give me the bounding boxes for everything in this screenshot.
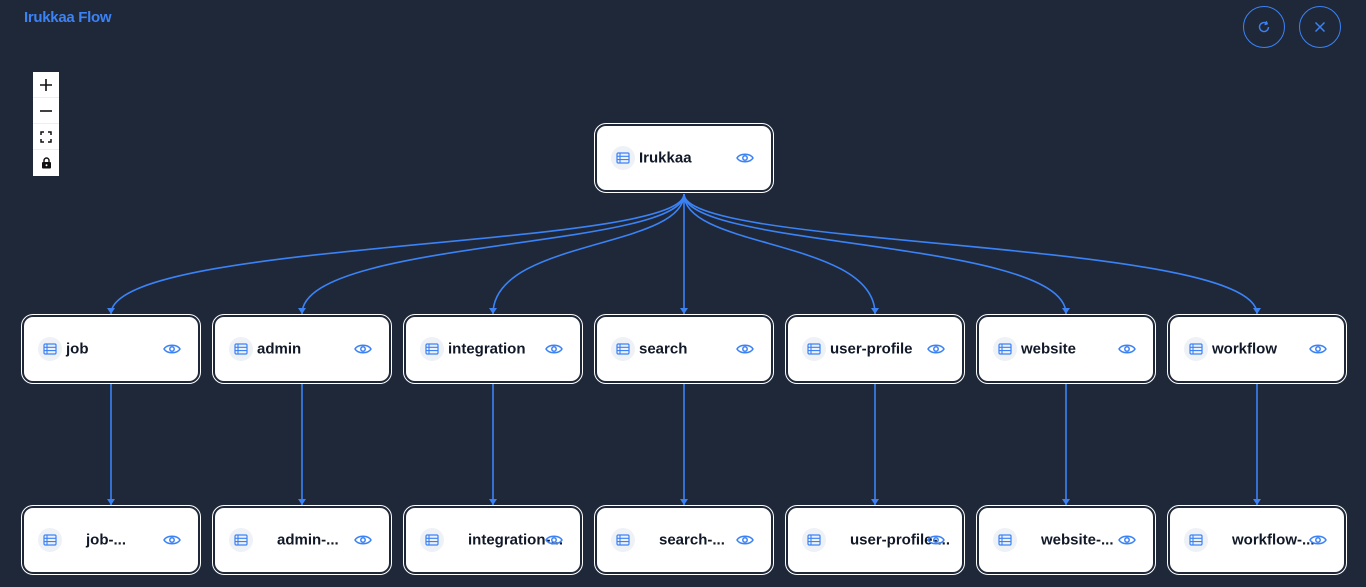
grandchild-node[interactable]: user-profile-... <box>785 505 965 575</box>
node-label: workflow <box>1212 340 1278 358</box>
node-label: admin-... <box>277 531 339 549</box>
eye-icon[interactable] <box>1308 342 1328 356</box>
database-table-icon <box>993 528 1017 552</box>
diagram-controls <box>33 72 59 176</box>
child-node[interactable]: workflow <box>1167 314 1347 384</box>
minus-icon <box>40 109 52 112</box>
child-node[interactable]: user-profile <box>785 314 965 384</box>
grandchild-node[interactable]: website-... <box>976 505 1156 575</box>
database-table-icon <box>229 528 253 552</box>
database-table-icon <box>38 337 62 361</box>
grandchild-node[interactable]: search-... <box>594 505 774 575</box>
database-table-icon <box>1184 528 1208 552</box>
edge-arrowhead <box>298 308 306 314</box>
fit-view-icon <box>40 130 52 143</box>
zoom-out-button[interactable] <box>33 98 59 124</box>
edge-arrowhead <box>298 499 306 505</box>
edge-root-to-child <box>683 193 1067 315</box>
edge-root-to-child <box>683 193 876 315</box>
eye-icon[interactable] <box>162 533 182 547</box>
node-label: integration-... <box>468 531 563 549</box>
edge-arrowhead <box>1062 308 1070 314</box>
node-label: search <box>639 340 688 358</box>
zoom-in-button[interactable] <box>33 72 59 98</box>
refresh-button[interactable] <box>1243 6 1285 48</box>
edge-root-to-child <box>683 193 1258 315</box>
child-node[interactable]: website <box>976 314 1156 384</box>
grandchild-node[interactable]: integration-... <box>403 505 583 575</box>
eye-icon[interactable] <box>162 342 182 356</box>
child-node[interactable]: integration <box>403 314 583 384</box>
edge-arrowhead <box>1253 308 1261 314</box>
database-table-icon <box>38 528 62 552</box>
eye-icon[interactable] <box>735 151 755 165</box>
edge-arrowhead <box>107 499 115 505</box>
edge-arrowhead <box>871 308 879 314</box>
child-node[interactable]: job <box>21 314 201 384</box>
eye-icon[interactable] <box>353 533 373 547</box>
node-label: workflow-... <box>1232 531 1315 549</box>
close-button[interactable] <box>1299 6 1341 48</box>
database-table-icon <box>611 146 635 170</box>
child-node[interactable]: search <box>594 314 774 384</box>
eye-icon[interactable] <box>353 342 373 356</box>
eye-icon[interactable] <box>735 533 755 547</box>
plus-icon <box>40 78 52 91</box>
node-label: website <box>1021 340 1077 358</box>
edge-arrowhead <box>871 499 879 505</box>
database-table-icon <box>611 528 635 552</box>
database-table-icon <box>802 337 826 361</box>
database-table-icon <box>229 337 253 361</box>
refresh-icon <box>1258 20 1270 33</box>
edge-arrowhead <box>1253 499 1261 505</box>
node-label: user-profile <box>830 340 913 358</box>
edge-arrowhead <box>107 308 115 314</box>
eye-icon[interactable] <box>544 342 564 356</box>
lock-icon <box>41 157 51 169</box>
eye-icon[interactable] <box>1117 342 1137 356</box>
edge-root-to-child <box>110 193 685 315</box>
app-title: Irukkaa Flow <box>24 9 112 26</box>
grandchild-node[interactable]: job-... <box>21 505 201 575</box>
edge-arrowhead <box>680 308 688 314</box>
child-node[interactable]: admin <box>212 314 392 384</box>
eye-icon[interactable] <box>926 342 946 356</box>
edge-root-to-child <box>301 193 685 315</box>
edge-arrowhead <box>489 499 497 505</box>
close-icon <box>1314 21 1326 33</box>
node-label: job-... <box>86 531 126 549</box>
node-label: job <box>66 340 89 358</box>
eye-icon[interactable] <box>926 533 946 547</box>
grandchild-node[interactable]: workflow-... <box>1167 505 1347 575</box>
node-label: admin <box>257 340 302 358</box>
database-table-icon <box>420 528 444 552</box>
database-table-icon <box>611 337 635 361</box>
node-label: integration <box>448 340 526 358</box>
database-table-icon <box>993 337 1017 361</box>
edge-arrowhead <box>1062 499 1070 505</box>
database-table-icon <box>802 528 826 552</box>
edge-root-to-child <box>492 193 685 315</box>
node-label: search-... <box>659 531 725 549</box>
database-table-icon <box>1184 337 1208 361</box>
node-label: website-... <box>1041 531 1114 549</box>
edge-arrowhead <box>680 499 688 505</box>
eye-icon[interactable] <box>735 342 755 356</box>
eye-icon[interactable] <box>1117 533 1137 547</box>
node-label: user-profile-... <box>850 531 951 549</box>
database-table-icon <box>420 337 444 361</box>
edge-arrowhead <box>489 308 497 314</box>
fit-view-button[interactable] <box>33 124 59 150</box>
eye-icon[interactable] <box>1308 533 1328 547</box>
lock-button[interactable] <box>33 150 59 176</box>
root-node[interactable]: Irukkaa <box>594 123 774 193</box>
grandchild-node[interactable]: admin-... <box>212 505 392 575</box>
eye-icon[interactable] <box>544 533 564 547</box>
node-label: Irukkaa <box>639 149 692 167</box>
